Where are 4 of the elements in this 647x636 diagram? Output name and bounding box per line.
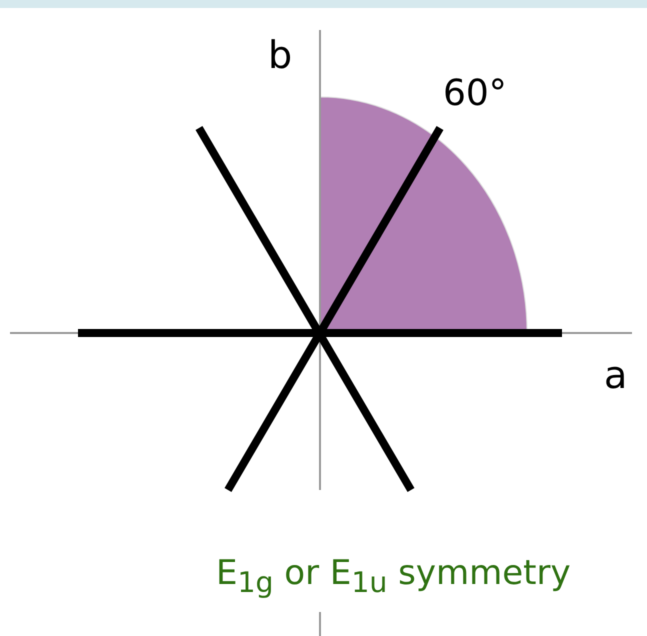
angle-label: 60° [443, 76, 507, 112]
axis-label: b [268, 36, 292, 74]
axis-label: a [604, 356, 628, 394]
symmetry-caption: E$_{1g}$ or E$_{1u}$ symmetry [216, 556, 571, 598]
